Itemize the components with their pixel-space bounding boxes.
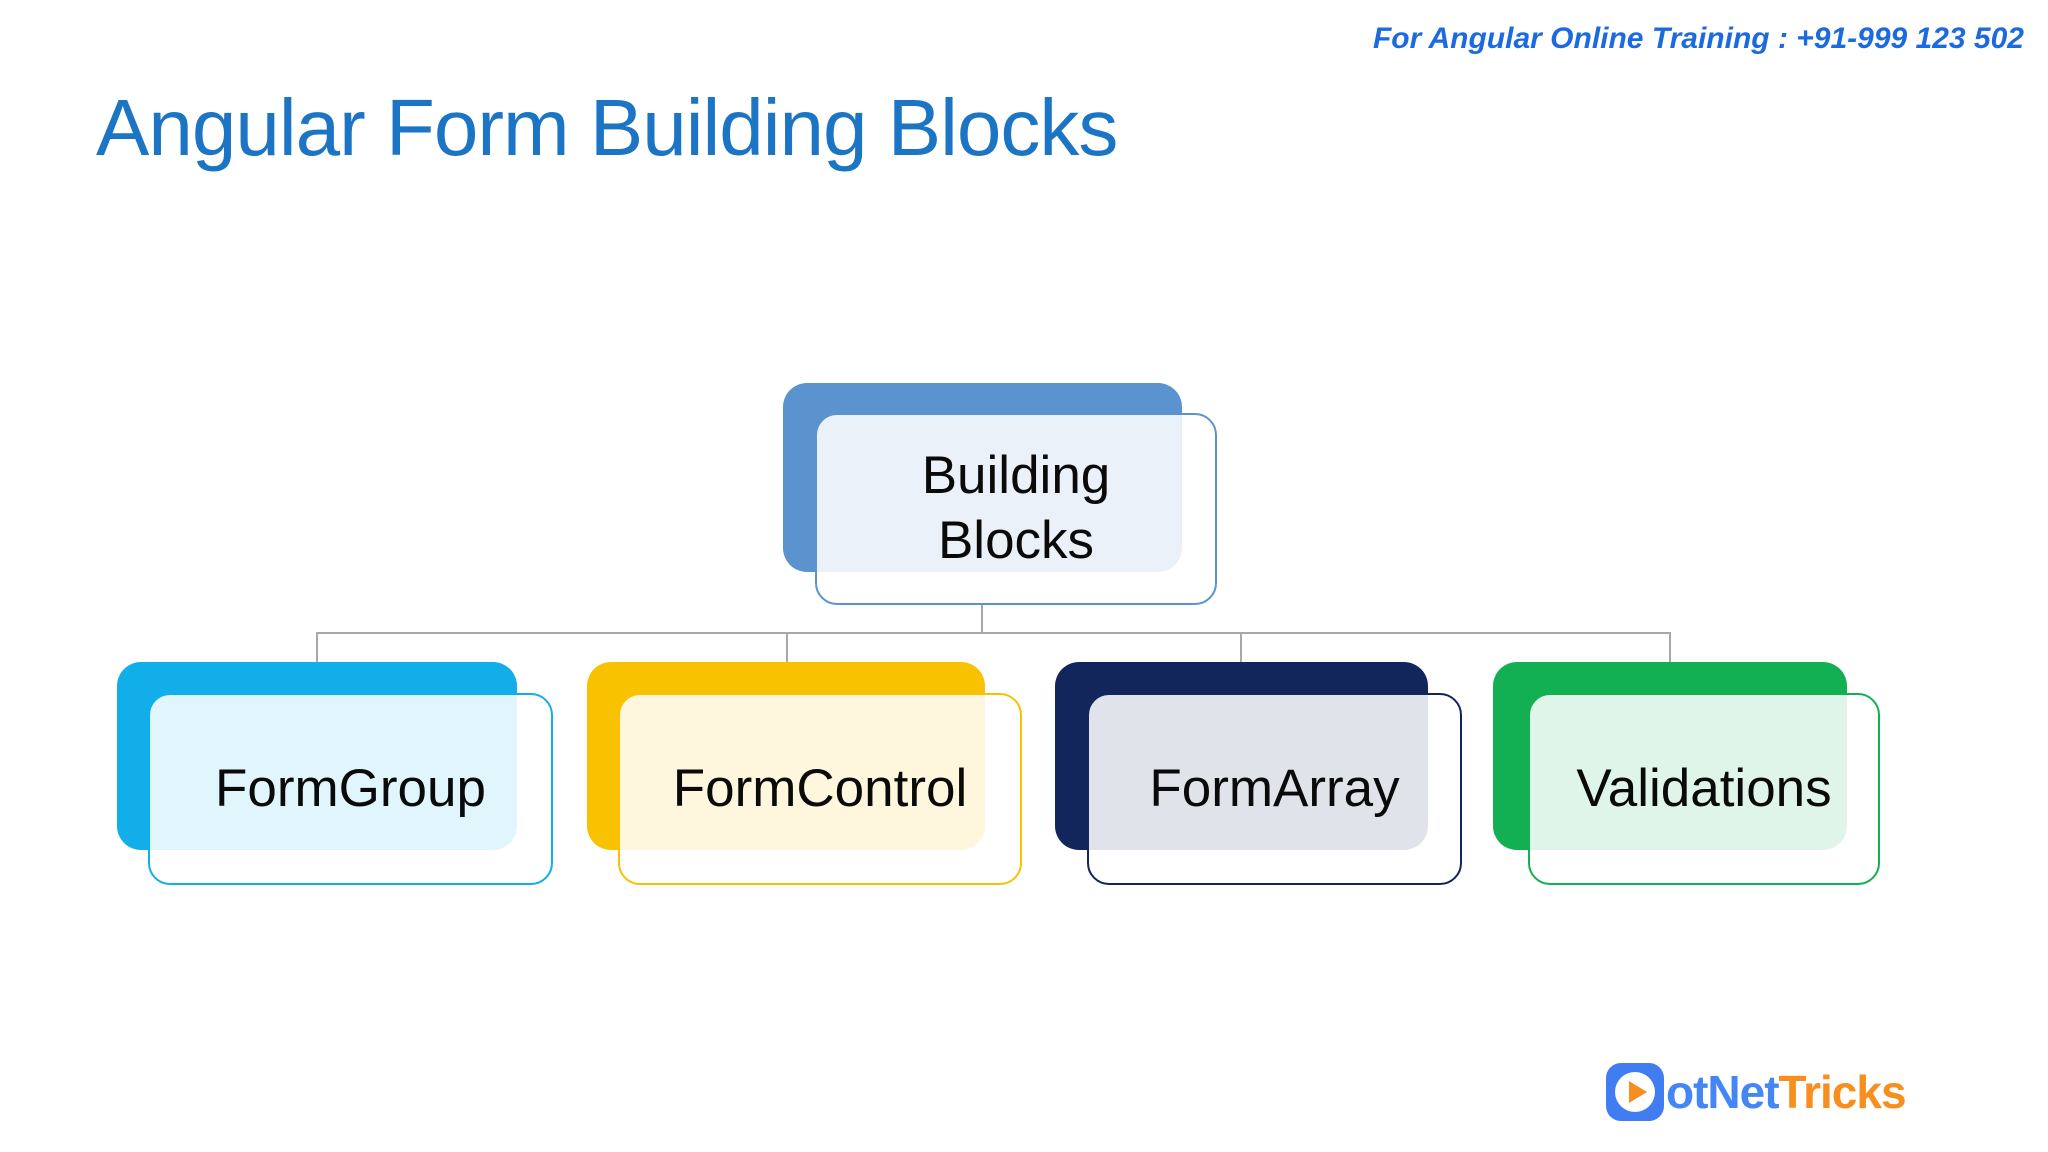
node-building-blocks: Building Blocks xyxy=(783,383,1217,605)
node-formarray-label: FormArray xyxy=(1149,758,1400,818)
node-formcontrol-label: FormControl xyxy=(672,758,968,818)
node-building-blocks-label: Building Blocks xyxy=(921,446,1111,570)
connector-drop-formgroup xyxy=(316,633,318,663)
logo-wordmark: otNetTricks xyxy=(1666,1065,1907,1119)
node-formgroup-card: FormGroup xyxy=(148,693,553,885)
page-title: Angular Form Building Blocks xyxy=(96,83,1118,172)
play-icon xyxy=(1628,1081,1647,1103)
logo-wordmark-blue: otNet xyxy=(1666,1066,1780,1118)
node-validations-card: Validations xyxy=(1528,693,1880,885)
connector-drop-validations xyxy=(1669,633,1671,663)
logo-d-badge xyxy=(1606,1063,1664,1121)
node-formarray: FormArray xyxy=(1055,662,1462,885)
node-formarray-card: FormArray xyxy=(1087,693,1462,885)
logo-disc xyxy=(1615,1072,1655,1112)
node-formgroup-label: FormGroup xyxy=(215,758,486,818)
dotnettricks-logo: otNetTricks xyxy=(1606,1063,1907,1121)
connector-drop-formcontrol xyxy=(786,633,788,663)
node-formgroup: FormGroup xyxy=(117,662,553,885)
node-formcontrol: FormControl xyxy=(587,662,1022,885)
node-validations-label: Validations xyxy=(1576,758,1832,818)
training-contact-note: For Angular Online Training : +91-999 12… xyxy=(1372,22,2024,55)
connector-drop-formarray xyxy=(1240,633,1242,663)
connector-stem xyxy=(981,604,983,633)
connector-horizontal xyxy=(316,632,1671,634)
node-building-blocks-card: Building Blocks xyxy=(815,413,1217,605)
node-validations: Validations xyxy=(1493,662,1880,885)
node-formcontrol-card: FormControl xyxy=(618,693,1022,885)
logo-wordmark-orange: Tricks xyxy=(1778,1066,1907,1118)
